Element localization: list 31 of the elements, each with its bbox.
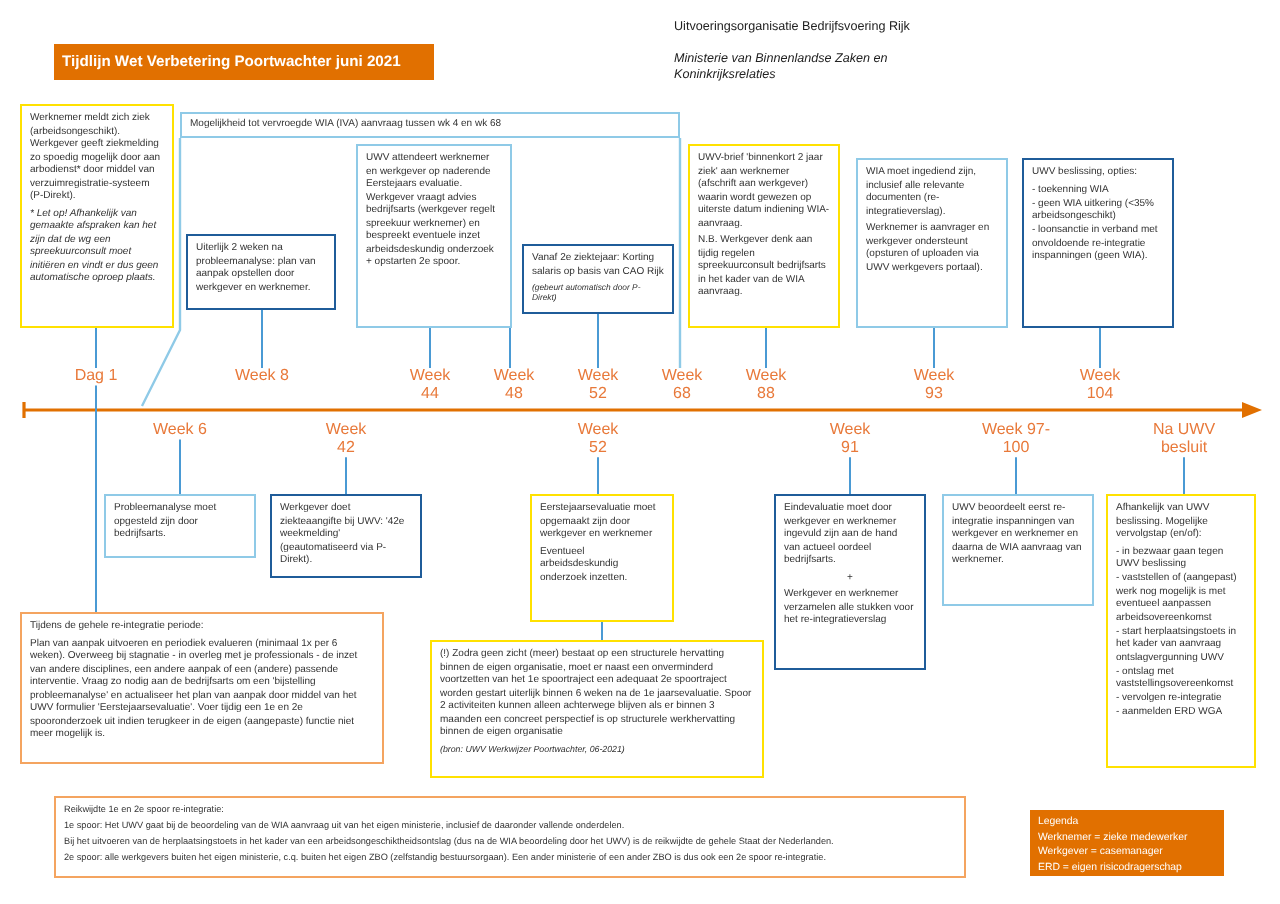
week-label: Week 44	[407, 368, 453, 404]
connector-line	[933, 327, 935, 369]
connector-line	[597, 456, 599, 495]
week-label: Week 97-100	[979, 422, 1053, 458]
week-label: Week 8	[233, 368, 291, 386]
week-label: Week 42	[323, 422, 369, 458]
connector-line	[597, 313, 599, 369]
connector-line	[345, 456, 347, 495]
connector-line	[95, 327, 97, 369]
week-label: Week 104	[1077, 368, 1123, 404]
connector-line	[849, 456, 851, 495]
week-label: Week 93	[911, 368, 957, 404]
connector-line	[509, 327, 511, 369]
connector-line	[179, 438, 181, 495]
week-label: Week 68	[659, 368, 705, 404]
week-label: Week 88	[743, 368, 789, 404]
week-label: Week 91	[827, 422, 873, 458]
connector-line	[765, 327, 767, 369]
connector-line	[1015, 456, 1017, 495]
week-label: Week 52	[575, 422, 621, 458]
connector-line	[261, 309, 263, 369]
week-label: Na UWV besluit	[1150, 422, 1218, 458]
connector-line	[1183, 456, 1185, 495]
week-label: Week 6	[151, 422, 209, 440]
connector-line	[1099, 327, 1101, 369]
week-label: Week 52	[575, 368, 621, 404]
connector-line	[601, 621, 603, 641]
connector-line	[429, 327, 431, 369]
connector-line	[95, 384, 97, 613]
week-label: Week 48	[491, 368, 537, 404]
week-label: Dag 1	[74, 368, 118, 386]
